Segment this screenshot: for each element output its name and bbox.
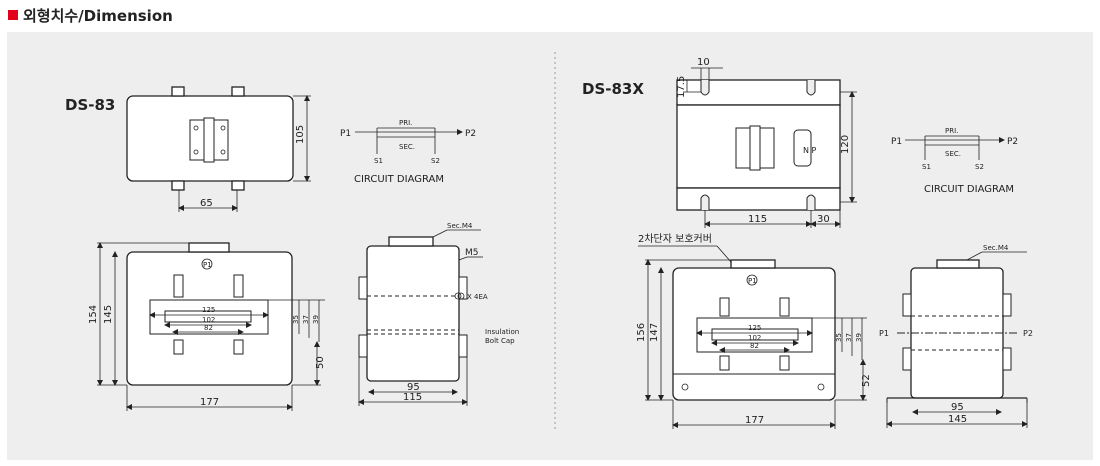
ds83x-terminal-p1: P1: [748, 277, 757, 285]
ds83-dim-105: 105: [295, 125, 306, 144]
ds83-top-view: [126, 86, 311, 212]
ds83x-circuit-pri: PRI.: [945, 127, 958, 135]
ds83x-circuit-diagram: [905, 135, 1005, 160]
ds83-dim-95: 95: [407, 382, 420, 393]
ds83x-dim-95: 95: [951, 402, 964, 413]
ds83x-cover-label: 2차단자 보호커버: [638, 233, 712, 245]
ds83x-dim-10: 10: [697, 57, 710, 68]
ds83x-circuit-s2: S2: [975, 163, 984, 171]
ds83-terminal-p1: P1: [203, 261, 212, 269]
section-title: 외형치수/Dimension: [23, 6, 173, 25]
ds83-sec-m4: Sec.M4: [447, 222, 473, 230]
ds83x-circuit-s1: S1: [922, 163, 931, 171]
ds83x-side-p1: P1: [879, 329, 889, 338]
ds83x-dim-177: 177: [745, 415, 764, 426]
ds83x-dim-30: 30: [817, 214, 830, 225]
ds83-circuit-p1: P1: [340, 129, 351, 139]
ds83x-sec-m4: Sec.M4: [983, 244, 1009, 252]
ds83-dim-65: 65: [200, 198, 213, 209]
section-header: 외형치수/Dimension: [8, 4, 173, 26]
ds83-circuit-s1: S1: [374, 157, 383, 165]
ds83-dim-177: 177: [200, 397, 219, 408]
ds83-dim-145: 145: [103, 305, 114, 324]
ds83x-side-p2: P2: [1023, 329, 1033, 338]
model-label-ds83x: DS-83X: [582, 80, 644, 98]
dimension-drawing: DS-83 65 105 P1 P2 PRI. SEC. S1 S2 CIRCU…: [65, 52, 1033, 432]
ds83-dim-39: 39: [312, 315, 320, 324]
ds83-dim-50: 50: [315, 356, 326, 369]
dimension-panel: DS-83 65 105 P1 P2 PRI. SEC. S1 S2 CIRCU…: [7, 32, 1093, 460]
ds83-dim-82: 82: [204, 324, 213, 332]
ds83x-dim-125: 125: [748, 324, 761, 332]
ds83-screw-count: X 4EA: [467, 293, 488, 301]
ds83x-dim-35: 35: [835, 333, 843, 342]
ds83-circuit-p2: P2: [465, 129, 476, 139]
ds83x-dim-145: 145: [948, 414, 967, 425]
ds83-dim-115: 115: [403, 392, 422, 403]
ds83-circuit-caption: CIRCUIT DIAGRAM: [354, 174, 444, 185]
ds83x-side-view: [886, 251, 1028, 428]
ds83x-dim-52: 52: [861, 374, 872, 387]
ds83-dim-102: 102: [202, 316, 215, 324]
ds83x-circuit-sec: SEC.: [945, 150, 961, 158]
ds83-circuit-pri: PRI.: [399, 119, 412, 127]
ds83x-top-view: [676, 67, 857, 228]
ds83x-dim-17-5: 17.5: [676, 76, 687, 98]
ds83x-circuit-p2: P2: [1007, 137, 1018, 147]
ds83-circuit-diagram: [355, 127, 463, 154]
ds83-side-view: [358, 229, 483, 406]
ds83-dim-154: 154: [88, 305, 99, 324]
ds83x-np-label: N P: [803, 146, 817, 155]
ds83x-dim-37: 37: [845, 333, 853, 342]
ds83-front-view: [97, 242, 325, 411]
ds83x-dim-82: 82: [750, 342, 759, 350]
ds83x-dim-147: 147: [649, 323, 660, 342]
ds83-circuit-s2: S2: [431, 157, 440, 165]
ds83x-dim-120: 120: [840, 135, 851, 154]
red-square-icon: [8, 10, 18, 20]
ds83-dim-125: 125: [202, 306, 215, 314]
ds83-dim-35: 35: [292, 315, 300, 324]
model-label-ds83: DS-83: [65, 96, 115, 114]
ds83x-front-view: [638, 245, 867, 429]
ds83x-dim-156: 156: [636, 323, 647, 342]
ds83x-dim-115: 115: [748, 214, 767, 225]
ds83-insulation-1: Insulation: [485, 328, 519, 336]
ds83-dim-37: 37: [302, 315, 310, 324]
ds83-circuit-sec: SEC.: [399, 143, 415, 151]
ds83-m5: M5: [465, 248, 479, 258]
ds83-insulation-2: Bolt Cap: [485, 337, 515, 345]
ds83x-dim-39: 39: [855, 333, 863, 342]
ds83x-dim-102: 102: [748, 334, 761, 342]
ds83x-circuit-p1: P1: [891, 137, 902, 147]
ds83x-circuit-caption: CIRCUIT DIAGRAM: [924, 184, 1014, 195]
